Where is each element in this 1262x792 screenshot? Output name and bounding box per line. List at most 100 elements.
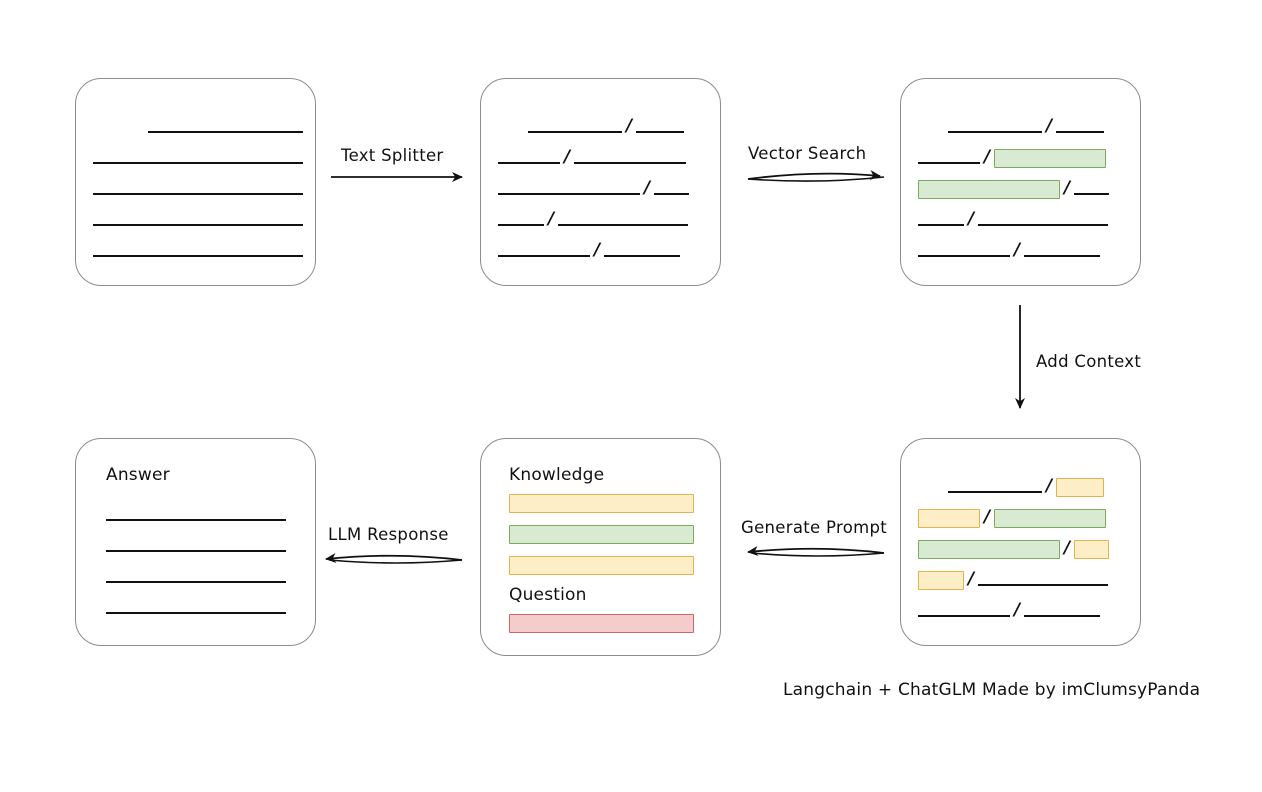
- text-line-segment: [1024, 606, 1101, 617]
- box-generated-prompt[interactable]: Knowledge Question: [480, 438, 721, 656]
- arrow-vector-search: [747, 170, 885, 182]
- text-line-segment: [918, 606, 1010, 617]
- text-line-segment: [106, 510, 286, 521]
- text-line-segment: [1024, 246, 1101, 257]
- text-line-segment: [93, 246, 303, 257]
- chunk-separator-slash: /: [1014, 239, 1021, 260]
- text-line-row: [106, 569, 286, 585]
- text-line-row: /: [918, 537, 1110, 559]
- split-chunks-lines: / / / / /: [481, 79, 720, 285]
- text-line-segment: [978, 575, 1109, 586]
- highlight-chip-green: [994, 148, 1107, 168]
- chunk-separator-slash: /: [1014, 599, 1021, 620]
- question-bar-1: [509, 614, 694, 633]
- text-line-segment: [1056, 122, 1105, 133]
- box-split-chunks[interactable]: / / / / /: [480, 78, 721, 286]
- text-line-segment: [106, 572, 286, 583]
- line-indent-spacer: [918, 487, 948, 488]
- text-line-segment: [604, 246, 681, 257]
- text-line-row: /: [498, 239, 681, 260]
- text-line-segment: [918, 246, 1010, 257]
- chunk-separator-slash: /: [1064, 177, 1071, 198]
- chunk-separator-slash: /: [548, 208, 555, 229]
- text-line-row: [93, 243, 303, 259]
- text-line-segment: [918, 215, 964, 226]
- text-line-segment: [978, 215, 1109, 226]
- highlight-chip-yellow: [918, 570, 964, 590]
- chunk-separator-slash: /: [1064, 537, 1071, 558]
- chunk-separator-slash: /: [564, 146, 571, 167]
- text-line-row: /: [918, 599, 1101, 620]
- text-line-row: /: [918, 506, 1107, 528]
- text-line-segment: [93, 184, 303, 195]
- arrow-label-add-context: Add Context: [1036, 352, 1142, 371]
- answer-label: Answer: [106, 465, 170, 485]
- highlight-chip-yellow: [1074, 539, 1110, 559]
- arrow-label-vector-search: Vector Search: [748, 144, 867, 163]
- text-line-segment: [93, 153, 303, 164]
- text-line-segment: [1074, 184, 1110, 195]
- question-label: Question: [509, 585, 587, 605]
- chunk-separator-slash: /: [626, 115, 633, 136]
- text-line-segment: [918, 153, 980, 164]
- source-document-lines: [76, 79, 315, 285]
- text-line-segment: [93, 215, 303, 226]
- text-line-row: [93, 212, 303, 228]
- text-line-row: /: [918, 568, 1109, 590]
- highlight-chip-green: [918, 179, 1060, 199]
- text-line-segment: [528, 122, 622, 133]
- knowledge-label: Knowledge: [509, 465, 605, 485]
- text-line-segment: [498, 246, 590, 257]
- text-line-segment: [106, 541, 286, 552]
- chunk-separator-slash: /: [1046, 475, 1053, 496]
- vector-matched-lines: / / / / /: [901, 79, 1140, 285]
- box-source-document[interactable]: [75, 78, 316, 286]
- text-line-segment: [654, 184, 690, 195]
- text-line-row: [93, 181, 303, 197]
- text-line-row: /: [918, 475, 1105, 497]
- chunk-separator-slash: /: [594, 239, 601, 260]
- line-indent-spacer: [918, 127, 948, 128]
- highlight-chip-green: [918, 539, 1060, 559]
- text-line-row: /: [918, 117, 1105, 135]
- text-line-segment: [498, 184, 640, 195]
- text-line-row: [106, 538, 286, 554]
- knowledge-bar-2: [509, 525, 694, 544]
- text-line-segment: [498, 215, 544, 226]
- text-line-row: /: [498, 177, 690, 198]
- box-vector-matched-chunks[interactable]: / / / / /: [900, 78, 1141, 286]
- chunk-separator-slash: /: [644, 177, 651, 198]
- text-line-row: /: [498, 146, 687, 167]
- box-context-added-chunks[interactable]: / / / / /: [900, 438, 1141, 646]
- text-line-segment: [636, 122, 685, 133]
- knowledge-bar-1: [509, 494, 694, 513]
- text-line-row: [106, 507, 286, 523]
- box-answer[interactable]: Answer: [75, 438, 316, 646]
- arrow-generate-prompt: [747, 546, 885, 557]
- arrow-llm-response: [325, 553, 463, 564]
- answer-lines: [76, 439, 315, 645]
- text-line-segment: [948, 482, 1042, 493]
- chunk-separator-slash: /: [984, 146, 991, 167]
- arrow-label-llm-response: LLM Response: [328, 525, 449, 544]
- text-line-row: /: [918, 146, 1107, 168]
- text-line-row: /: [918, 208, 1109, 229]
- footer-caption: Langchain + ChatGLM Made by imClumsyPand…: [783, 680, 1201, 700]
- text-line-row: /: [498, 115, 685, 136]
- text-line-segment: [574, 153, 687, 164]
- text-line-segment: [148, 122, 303, 133]
- line-indent-spacer: [93, 127, 148, 128]
- text-line-segment: [558, 215, 689, 226]
- text-line-row: /: [498, 208, 689, 229]
- arrow-label-generate-prompt: Generate Prompt: [741, 518, 887, 537]
- highlight-chip-yellow: [1056, 477, 1105, 497]
- chunk-separator-slash: /: [968, 208, 975, 229]
- knowledge-bar-3: [509, 556, 694, 575]
- chunk-separator-slash: /: [968, 568, 975, 589]
- text-line-segment: [498, 153, 560, 164]
- highlight-chip-green: [994, 508, 1107, 528]
- text-line-segment: [948, 122, 1042, 133]
- chunk-separator-slash: /: [984, 506, 991, 527]
- text-line-row: [93, 150, 303, 166]
